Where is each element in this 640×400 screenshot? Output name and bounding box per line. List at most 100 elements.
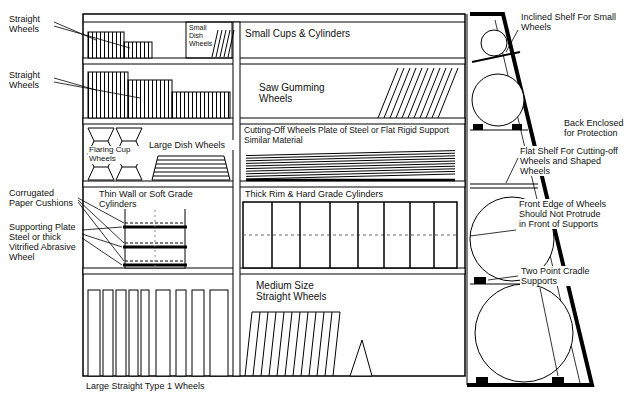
medium-straight-wheel bbox=[317, 312, 324, 376]
medium-straight-wheel bbox=[253, 312, 260, 376]
cylinder-edge bbox=[383, 202, 385, 268]
wedge-support bbox=[350, 340, 372, 376]
cradle-support bbox=[473, 124, 483, 130]
callout-label: Inclined Shelf For Small Wheels bbox=[520, 12, 620, 32]
cutting-off-wheel bbox=[246, 153, 455, 158]
rack-frame bbox=[83, 14, 465, 376]
saw-gumming-wheel bbox=[438, 68, 458, 118]
large-dish-wheel bbox=[153, 176, 229, 177]
callout-label: Large Straight Type 1 Wheels bbox=[85, 381, 255, 391]
large-straight-wheel bbox=[88, 290, 100, 376]
large-straight-wheel bbox=[141, 290, 149, 376]
callout-label: Supporting Plate Steel or thick Vitrifie… bbox=[8, 222, 80, 262]
cylinder-edge bbox=[271, 202, 273, 268]
cutting-off-wheel bbox=[246, 161, 455, 166]
shelf bbox=[83, 58, 465, 64]
paper-cushion bbox=[125, 223, 185, 224]
saw-gumming-wheel bbox=[432, 68, 452, 118]
callout-label: Corrugated Paper Cushions bbox=[8, 188, 78, 208]
callout-label: Straight Wheels bbox=[8, 14, 54, 34]
hard-cylinders bbox=[243, 202, 457, 268]
cradle-support bbox=[512, 124, 522, 130]
large-dish-wheel bbox=[224, 156, 230, 180]
callout-label: Saw Gumming Wheels bbox=[258, 82, 348, 104]
shelf bbox=[83, 181, 465, 187]
straight-wheels bbox=[172, 92, 230, 118]
medium-straight-wheel bbox=[325, 312, 332, 376]
cylinder-edge bbox=[409, 202, 411, 268]
cylinder-edge bbox=[329, 202, 331, 268]
cutting-off-wheel bbox=[246, 151, 455, 156]
large-dish-wheel bbox=[154, 172, 228, 173]
callout-label: Flat Shelf For Cutting-off Wheels and Sh… bbox=[519, 146, 623, 176]
cylinder-edge bbox=[357, 202, 359, 268]
medium-straight-wheel bbox=[293, 312, 300, 376]
callout-label: Two Point Cradle Supports bbox=[520, 266, 604, 286]
callout-label: Back Enclosed for Protection bbox=[563, 118, 633, 138]
medium-straight-wheel bbox=[261, 312, 268, 376]
callout-label: Cutting-Off Wheels Plate of Steel or Fla… bbox=[243, 126, 457, 145]
large-dish-wheel bbox=[156, 164, 226, 165]
large-straight-wheel bbox=[156, 290, 170, 376]
cutting-off-wheel bbox=[246, 174, 455, 179]
medium-straight-wheel bbox=[277, 312, 284, 376]
cylinder-edge bbox=[299, 202, 301, 268]
saw-gumming-wheel bbox=[378, 68, 398, 118]
small-dish-wheel bbox=[228, 30, 234, 57]
saw-gumming-wheel bbox=[402, 68, 422, 118]
cradle-support bbox=[476, 377, 488, 384]
large-straight-wheel bbox=[103, 290, 113, 376]
wheel bbox=[475, 284, 573, 382]
medium-straight-wheel bbox=[285, 312, 292, 376]
large-dish-wheel bbox=[152, 156, 158, 180]
cylinder-edge bbox=[433, 202, 435, 268]
cradle-support bbox=[474, 277, 486, 284]
wheel bbox=[472, 74, 524, 126]
straight-wheels bbox=[124, 42, 152, 58]
callout-label: Thick Rim & Hard Grade Cylinders bbox=[244, 189, 404, 199]
medium-straight-wheel bbox=[269, 312, 276, 376]
callout-label: Flaring Cup Wheels bbox=[88, 146, 146, 164]
straight-wheels bbox=[128, 80, 172, 118]
top-rail bbox=[83, 22, 465, 23]
center-divider bbox=[233, 22, 240, 376]
cradle-support bbox=[552, 377, 564, 384]
small-wheel bbox=[481, 30, 507, 56]
medium-straight-wheel bbox=[252, 312, 340, 313]
callout-label: Small Cups & Cylinders bbox=[244, 28, 364, 39]
cutting-off-wheel bbox=[246, 166, 455, 171]
cutting-off-wheel bbox=[246, 158, 455, 163]
support-plate bbox=[246, 179, 455, 182]
large-straight-wheel bbox=[129, 290, 138, 376]
large-dish-wheel bbox=[152, 180, 230, 181]
saw-gumming-wheel bbox=[420, 68, 440, 118]
callout-label: Front Edge of Wheels Should Not Protrude… bbox=[518, 199, 610, 229]
callout-label: Small Dish Wheels bbox=[188, 24, 212, 47]
callout-label: Straight Wheels bbox=[8, 70, 54, 90]
shelf bbox=[83, 118, 465, 124]
cutting-off-wheel bbox=[246, 164, 455, 169]
medium-straight-wheel bbox=[245, 312, 252, 376]
large-straight-wheel bbox=[176, 290, 186, 376]
paper-cushion bbox=[125, 243, 185, 244]
saw-gumming-wheel bbox=[426, 68, 446, 118]
large-dish-wheel bbox=[157, 160, 225, 161]
saw-gumming-wheel bbox=[384, 68, 404, 118]
medium-straight-wheel bbox=[333, 312, 340, 376]
callout-label: Large Dish Wheels bbox=[148, 140, 234, 150]
cutting-off-wheel bbox=[246, 171, 455, 176]
callout-label: Medium Size Straight Wheels bbox=[255, 280, 345, 302]
medium-straight-wheel bbox=[301, 312, 308, 376]
large-straight-wheel bbox=[116, 290, 126, 376]
saw-gumming-wheel bbox=[390, 68, 410, 118]
small-dish-box bbox=[186, 22, 232, 58]
large-dish-wheel bbox=[155, 168, 227, 169]
cutting-off-wheel bbox=[246, 169, 455, 174]
cutting-off-wheel bbox=[246, 156, 455, 161]
medium-straight-wheel bbox=[309, 312, 316, 376]
saw-gumming-wheel bbox=[408, 68, 428, 118]
large-straight-wheel bbox=[192, 290, 204, 376]
shelf bbox=[83, 268, 465, 274]
saw-gumming-wheel bbox=[396, 68, 416, 118]
flat-shelf bbox=[470, 183, 538, 184]
